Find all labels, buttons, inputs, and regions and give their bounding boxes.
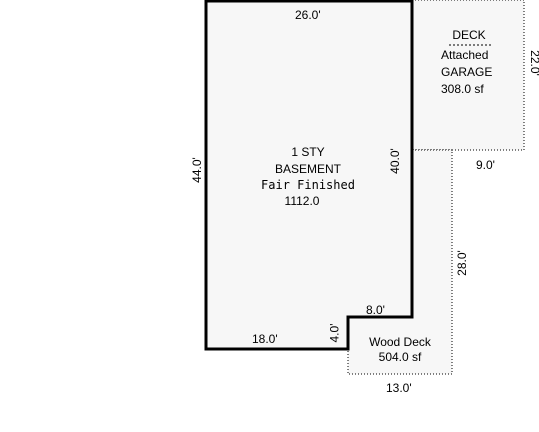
- deck-dim-bottom: 13.0': [386, 381, 412, 395]
- garage-label-line1: Attached: [441, 48, 489, 62]
- dim-notch-top: 8.0': [366, 303, 385, 317]
- dim-right: 40.0': [387, 148, 402, 174]
- dim-bottom: 18.0': [252, 332, 278, 346]
- basement-label: 1 STY BASEMENT Fair Finished 1112.0: [248, 145, 368, 208]
- dim-left: 44.0': [189, 157, 204, 183]
- wood-deck-label: Wood Deck 504.0 sf: [356, 335, 444, 364]
- basement-area: 1112.0: [284, 194, 320, 208]
- wood-deck-area: 504.0 sf: [378, 350, 422, 364]
- basement-label-line2: BASEMENT: [274, 162, 341, 176]
- garage-dim-bottom: 9.0': [476, 158, 495, 172]
- basement-label-line1: 1 STY: [291, 145, 325, 159]
- garage-area: 308.0 sf: [441, 82, 484, 96]
- dim-top: 26.0': [295, 8, 321, 22]
- garage-dim-side: 22.0': [527, 50, 539, 76]
- deck-dim-side: 28.0': [454, 250, 469, 276]
- basement-outline: [204, 0, 414, 351]
- garage-label-line2: GARAGE: [441, 65, 493, 79]
- dim-notch-left: 4.0': [327, 323, 342, 343]
- wood-deck-label-line1: Wood Deck: [369, 335, 431, 349]
- basement-label-line3: Fair Finished: [261, 178, 355, 192]
- garage-label: DECK Attached GARAGE 308.0 sf: [432, 28, 506, 96]
- garage-deck-label: DECK: [452, 28, 486, 42]
